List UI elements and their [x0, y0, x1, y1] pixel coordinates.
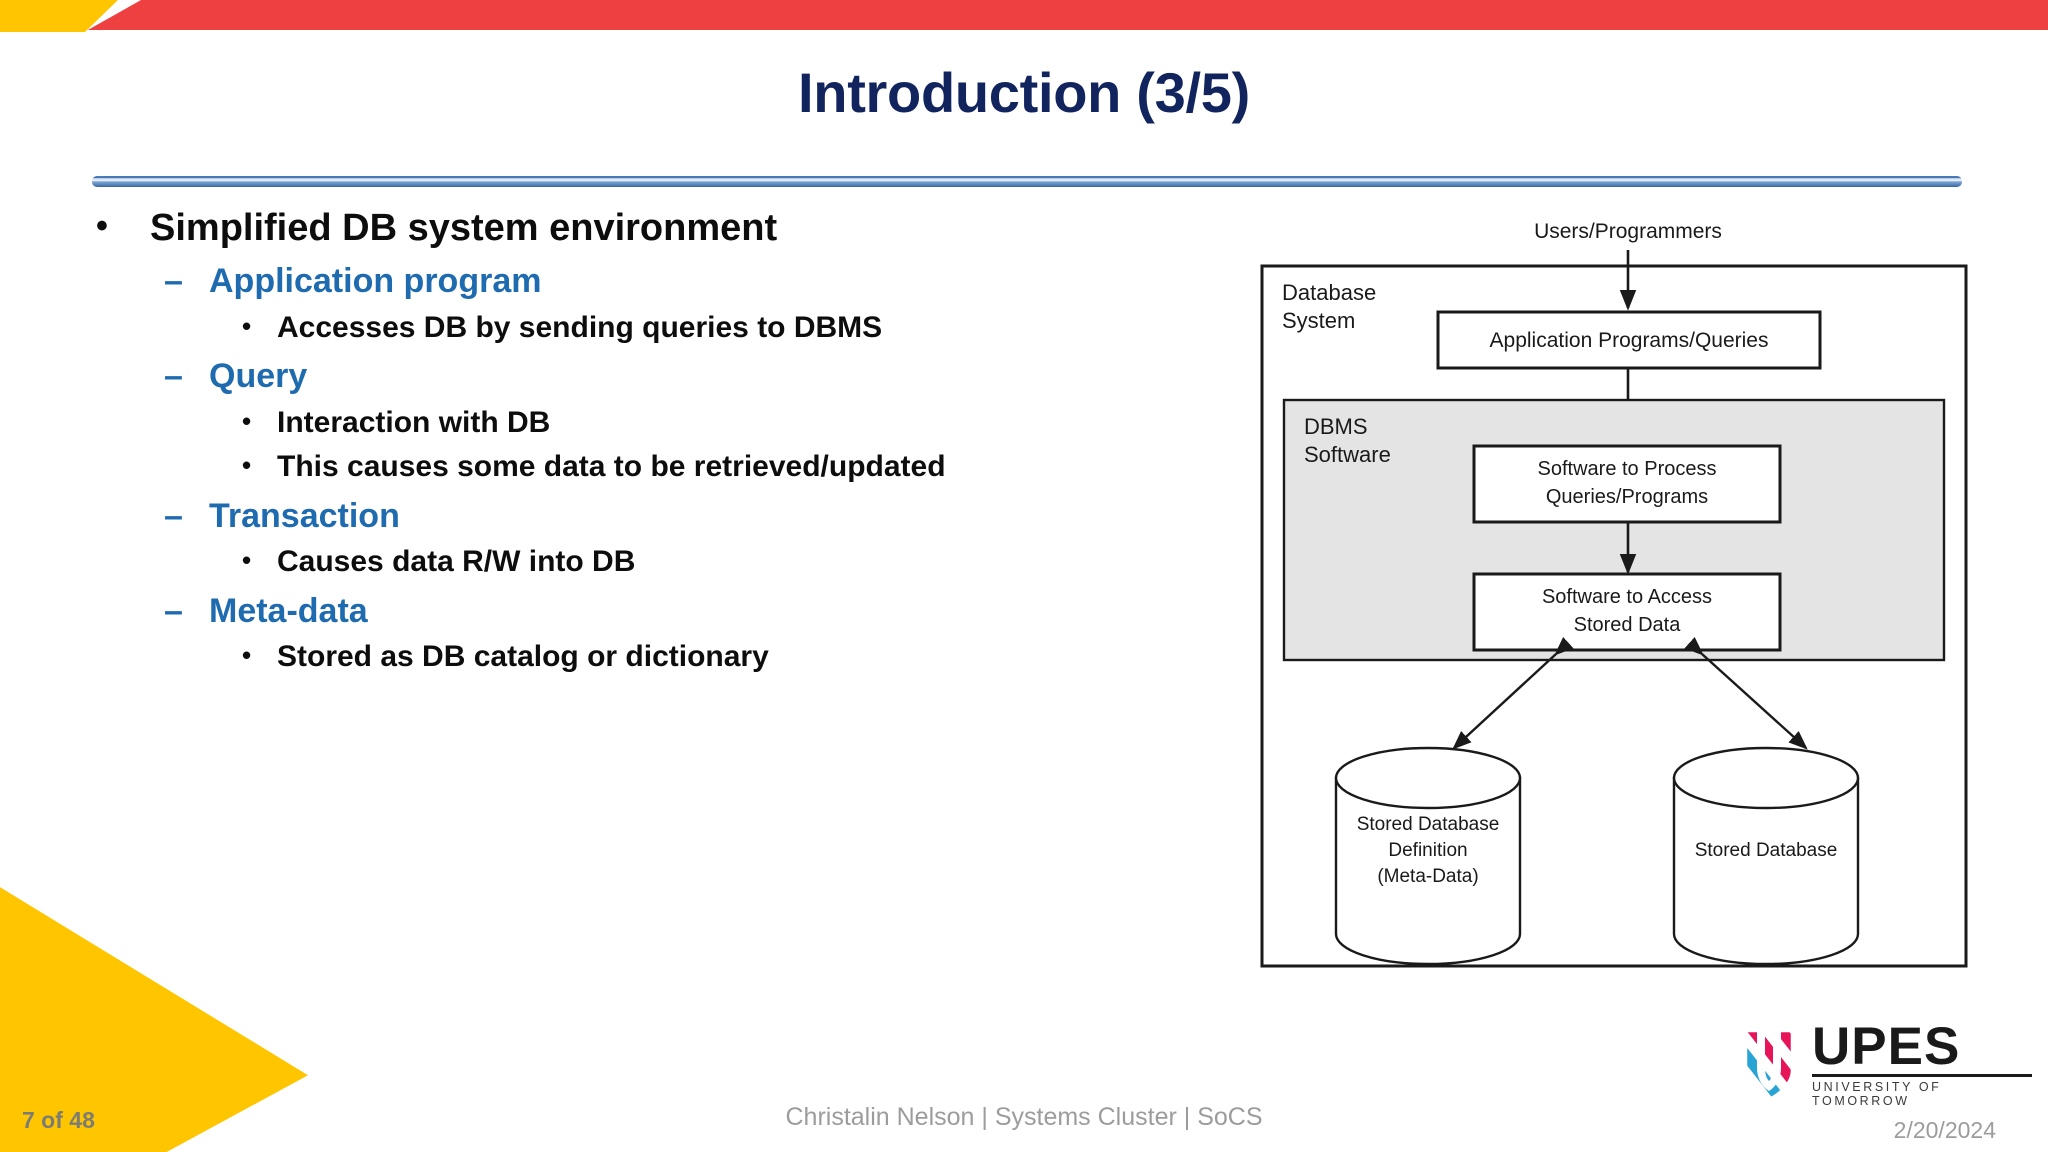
- bullet-marker-dot-icon: •: [242, 545, 252, 576]
- diagram-label-dbms: DBMS: [1304, 414, 1368, 439]
- bullet-text: Meta-data: [209, 591, 368, 630]
- diagram-box-software-process-line2: Queries/Programs: [1546, 486, 1708, 508]
- bullet-marker-dash-icon: –: [164, 262, 183, 301]
- bullet-item-query: – Query: [164, 358, 1276, 395]
- bullet-text: Causes data R/W into DB: [277, 545, 636, 579]
- diagram-box-application-programs-label: Application Programs/Queries: [1490, 329, 1769, 352]
- diagram-cylinder-stored-database: Stored Database: [1672, 746, 1860, 966]
- bullet-item-transaction: – Transaction: [164, 496, 1276, 535]
- diagram-cylinder-stored-database-label: Stored Database: [1695, 840, 1838, 861]
- diagram-label-software: Software: [1304, 442, 1391, 467]
- footer-date: 2/20/2024: [1893, 1117, 1996, 1143]
- bullet-item-accesses-db: • Accesses DB by sending queries to DBMS: [242, 310, 1276, 344]
- diagram-cylinder-metadata-line1: Stored Database: [1357, 814, 1500, 835]
- title-divider: [92, 176, 1962, 187]
- page-title: Introduction (3/5): [798, 61, 1250, 124]
- bullet-marker-dot-icon: •: [242, 450, 252, 481]
- bullet-text: Simplified DB system environment: [150, 207, 778, 249]
- bullet-marker-dot-icon: •: [242, 310, 252, 341]
- bullet-text: Accesses DB by sending queries to DBMS: [277, 310, 883, 344]
- bullet-marker-dot-icon: •: [96, 207, 108, 245]
- slide-number: 7 of 48: [22, 1107, 95, 1133]
- bullet-item-application-program: – Application program: [164, 263, 1276, 300]
- bullet-marker-dot-icon: •: [242, 640, 252, 671]
- diagram-box-software-access-line1: Software to Access: [1542, 586, 1712, 608]
- upes-logo-rule: [1812, 1074, 2032, 1078]
- diagram-box-software-process: [1472, 444, 1782, 524]
- upes-logo: UPES UNIVERSITY OF TOMORROW: [1742, 1020, 2032, 1108]
- header-red-band: [87, 0, 2048, 30]
- bullet-item-causes-data-rw: • Causes data R/W into DB: [242, 545, 1276, 579]
- upes-shield-icon: [1744, 1029, 1794, 1101]
- bullet-marker-dash-icon: –: [164, 591, 183, 630]
- diagram-box-application-programs: [1436, 310, 1822, 370]
- diagram-outer-box: [1260, 264, 1968, 968]
- bullet-item-level1: • Simplified DB system environment: [96, 207, 1276, 249]
- bullet-text: Transaction: [209, 496, 400, 535]
- diagram-cylinder-metadata-line2: Definition: [1388, 840, 1467, 861]
- bullet-text: Query: [209, 357, 308, 396]
- diagram-box-software-access-line2: Stored Data: [1574, 614, 1682, 636]
- bullet-text: Interaction with DB: [277, 405, 551, 439]
- diagram-label-users: Users/Programmers: [1534, 220, 1722, 243]
- bullet-item-interaction-with-db: • Interaction with DB: [242, 405, 1276, 439]
- diagram-label-system: System: [1282, 308, 1355, 333]
- diagram-cylinder-metadata-line3: (Meta-Data): [1377, 866, 1478, 887]
- bullet-marker-dot-icon: •: [242, 405, 252, 436]
- bullet-item-data-retrieved-updated: • This causes some data to be retrieved/…: [242, 450, 1276, 484]
- bullet-text: Application program: [209, 262, 542, 301]
- footer-attribution: Christalin Nelson | Systems Cluster | So…: [785, 1103, 1263, 1131]
- bullet-text: This causes some data to be retrieved/up…: [277, 450, 946, 484]
- upes-wordmark: UPES: [1812, 1016, 1961, 1076]
- diagram-box-software-process-line1: Software to Process: [1538, 458, 1717, 480]
- diagram-cylinder-metadata: Stored Database Definition (Meta-Data): [1334, 746, 1522, 966]
- diagram-label-database: Database: [1282, 280, 1376, 305]
- bullet-item-meta-data: – Meta-data: [164, 593, 1276, 630]
- upes-tagline: UNIVERSITY OF TOMORROW: [1812, 1080, 1942, 1109]
- bullet-marker-dash-icon: –: [164, 496, 183, 535]
- bullet-text: Stored as DB catalog or dictionary: [277, 640, 769, 674]
- bullet-list: • Simplified DB system environment – App…: [96, 207, 1276, 684]
- bullet-marker-dash-icon: –: [164, 357, 183, 396]
- bullet-item-db-catalog: • Stored as DB catalog or dictionary: [242, 640, 1276, 674]
- database-system-diagram: Users/Programmers Database System Applic…: [1258, 216, 1998, 1016]
